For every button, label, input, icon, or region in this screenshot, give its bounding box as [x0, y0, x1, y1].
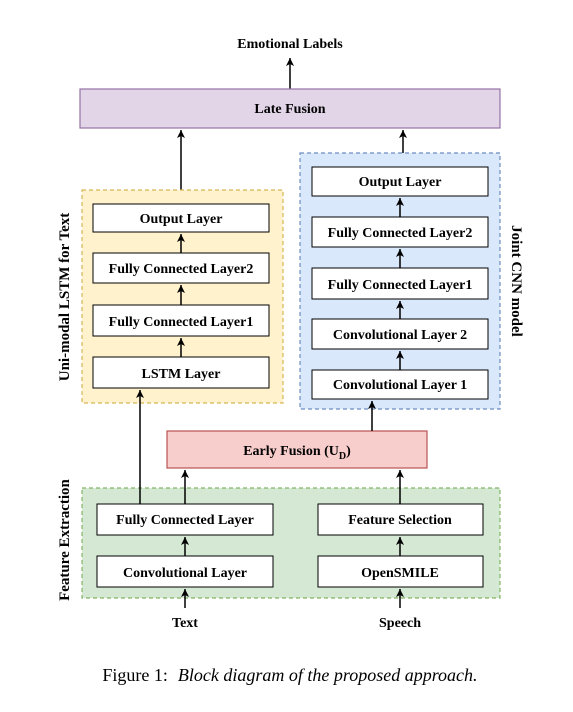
speech-opensmile-label: OpenSMILE — [361, 566, 439, 581]
speech-opensmile-layer — [317, 555, 484, 588]
lstm-fc2-layer — [92, 252, 270, 284]
emotional-labels: Emotional Labels — [237, 37, 343, 52]
late-fusion-box — [79, 88, 501, 129]
early-fusion-box — [166, 430, 428, 469]
cnn-output-label: Output Layer — [359, 175, 442, 190]
caption-body: Block diagram of the proposed approach. — [178, 665, 478, 685]
early-fusion-subscript: D — [339, 451, 346, 462]
early-fusion-text: Early Fusion (U — [243, 444, 339, 459]
early-fusion-close: ) — [346, 444, 351, 459]
late-fusion-label: Late Fusion — [254, 102, 325, 117]
cnn-conv2-label: Convolutional Layer 2 — [333, 328, 467, 343]
cnn-group-title: Joint CNN model — [508, 225, 524, 337]
text-conv-layer — [96, 555, 274, 588]
cnn-conv1-layer — [311, 369, 489, 400]
lstm-fc1-label: Fully Connected Layer1 — [109, 315, 254, 330]
figure-caption: Figure 1: Block diagram of the proposed a… — [102, 665, 477, 685]
cnn-conv2-layer — [311, 318, 489, 350]
lstm-fc2-label: Fully Connected Layer2 — [109, 262, 254, 277]
input-text-label: Text — [172, 616, 198, 631]
cnn-fc1-label: Fully Connected Layer1 — [328, 278, 473, 293]
cnn-fc1-layer — [311, 267, 489, 300]
speech-selection-label: Feature Selection — [348, 513, 452, 528]
caption-prefix: Figure 1: — [102, 665, 168, 685]
feature-group-title: Feature Extraction — [57, 478, 73, 600]
lstm-layer-label: LSTM Layer — [142, 367, 221, 382]
lstm-output-label: Output Layer — [140, 212, 223, 227]
speech-selection-layer — [317, 503, 484, 536]
cnn-output-layer — [311, 166, 489, 197]
lstm-layer — [92, 356, 270, 389]
text-fc-label: Fully Connected Layer — [116, 513, 254, 528]
text-conv-label: Convolutional Layer — [123, 566, 247, 581]
cnn-conv1-label: Convolutional Layer 1 — [333, 378, 467, 393]
input-speech-label: Speech — [379, 616, 421, 631]
cnn-fc2-label: Fully Connected Layer2 — [328, 226, 473, 241]
early-fusion-label: Early Fusion (UD) — [243, 444, 351, 462]
lstm-fc1-layer — [92, 304, 270, 337]
lstm-group-title: Uni-modal LSTM for Text — [57, 213, 73, 382]
lstm-output-layer — [92, 203, 270, 233]
cnn-fc2-layer — [311, 216, 489, 248]
